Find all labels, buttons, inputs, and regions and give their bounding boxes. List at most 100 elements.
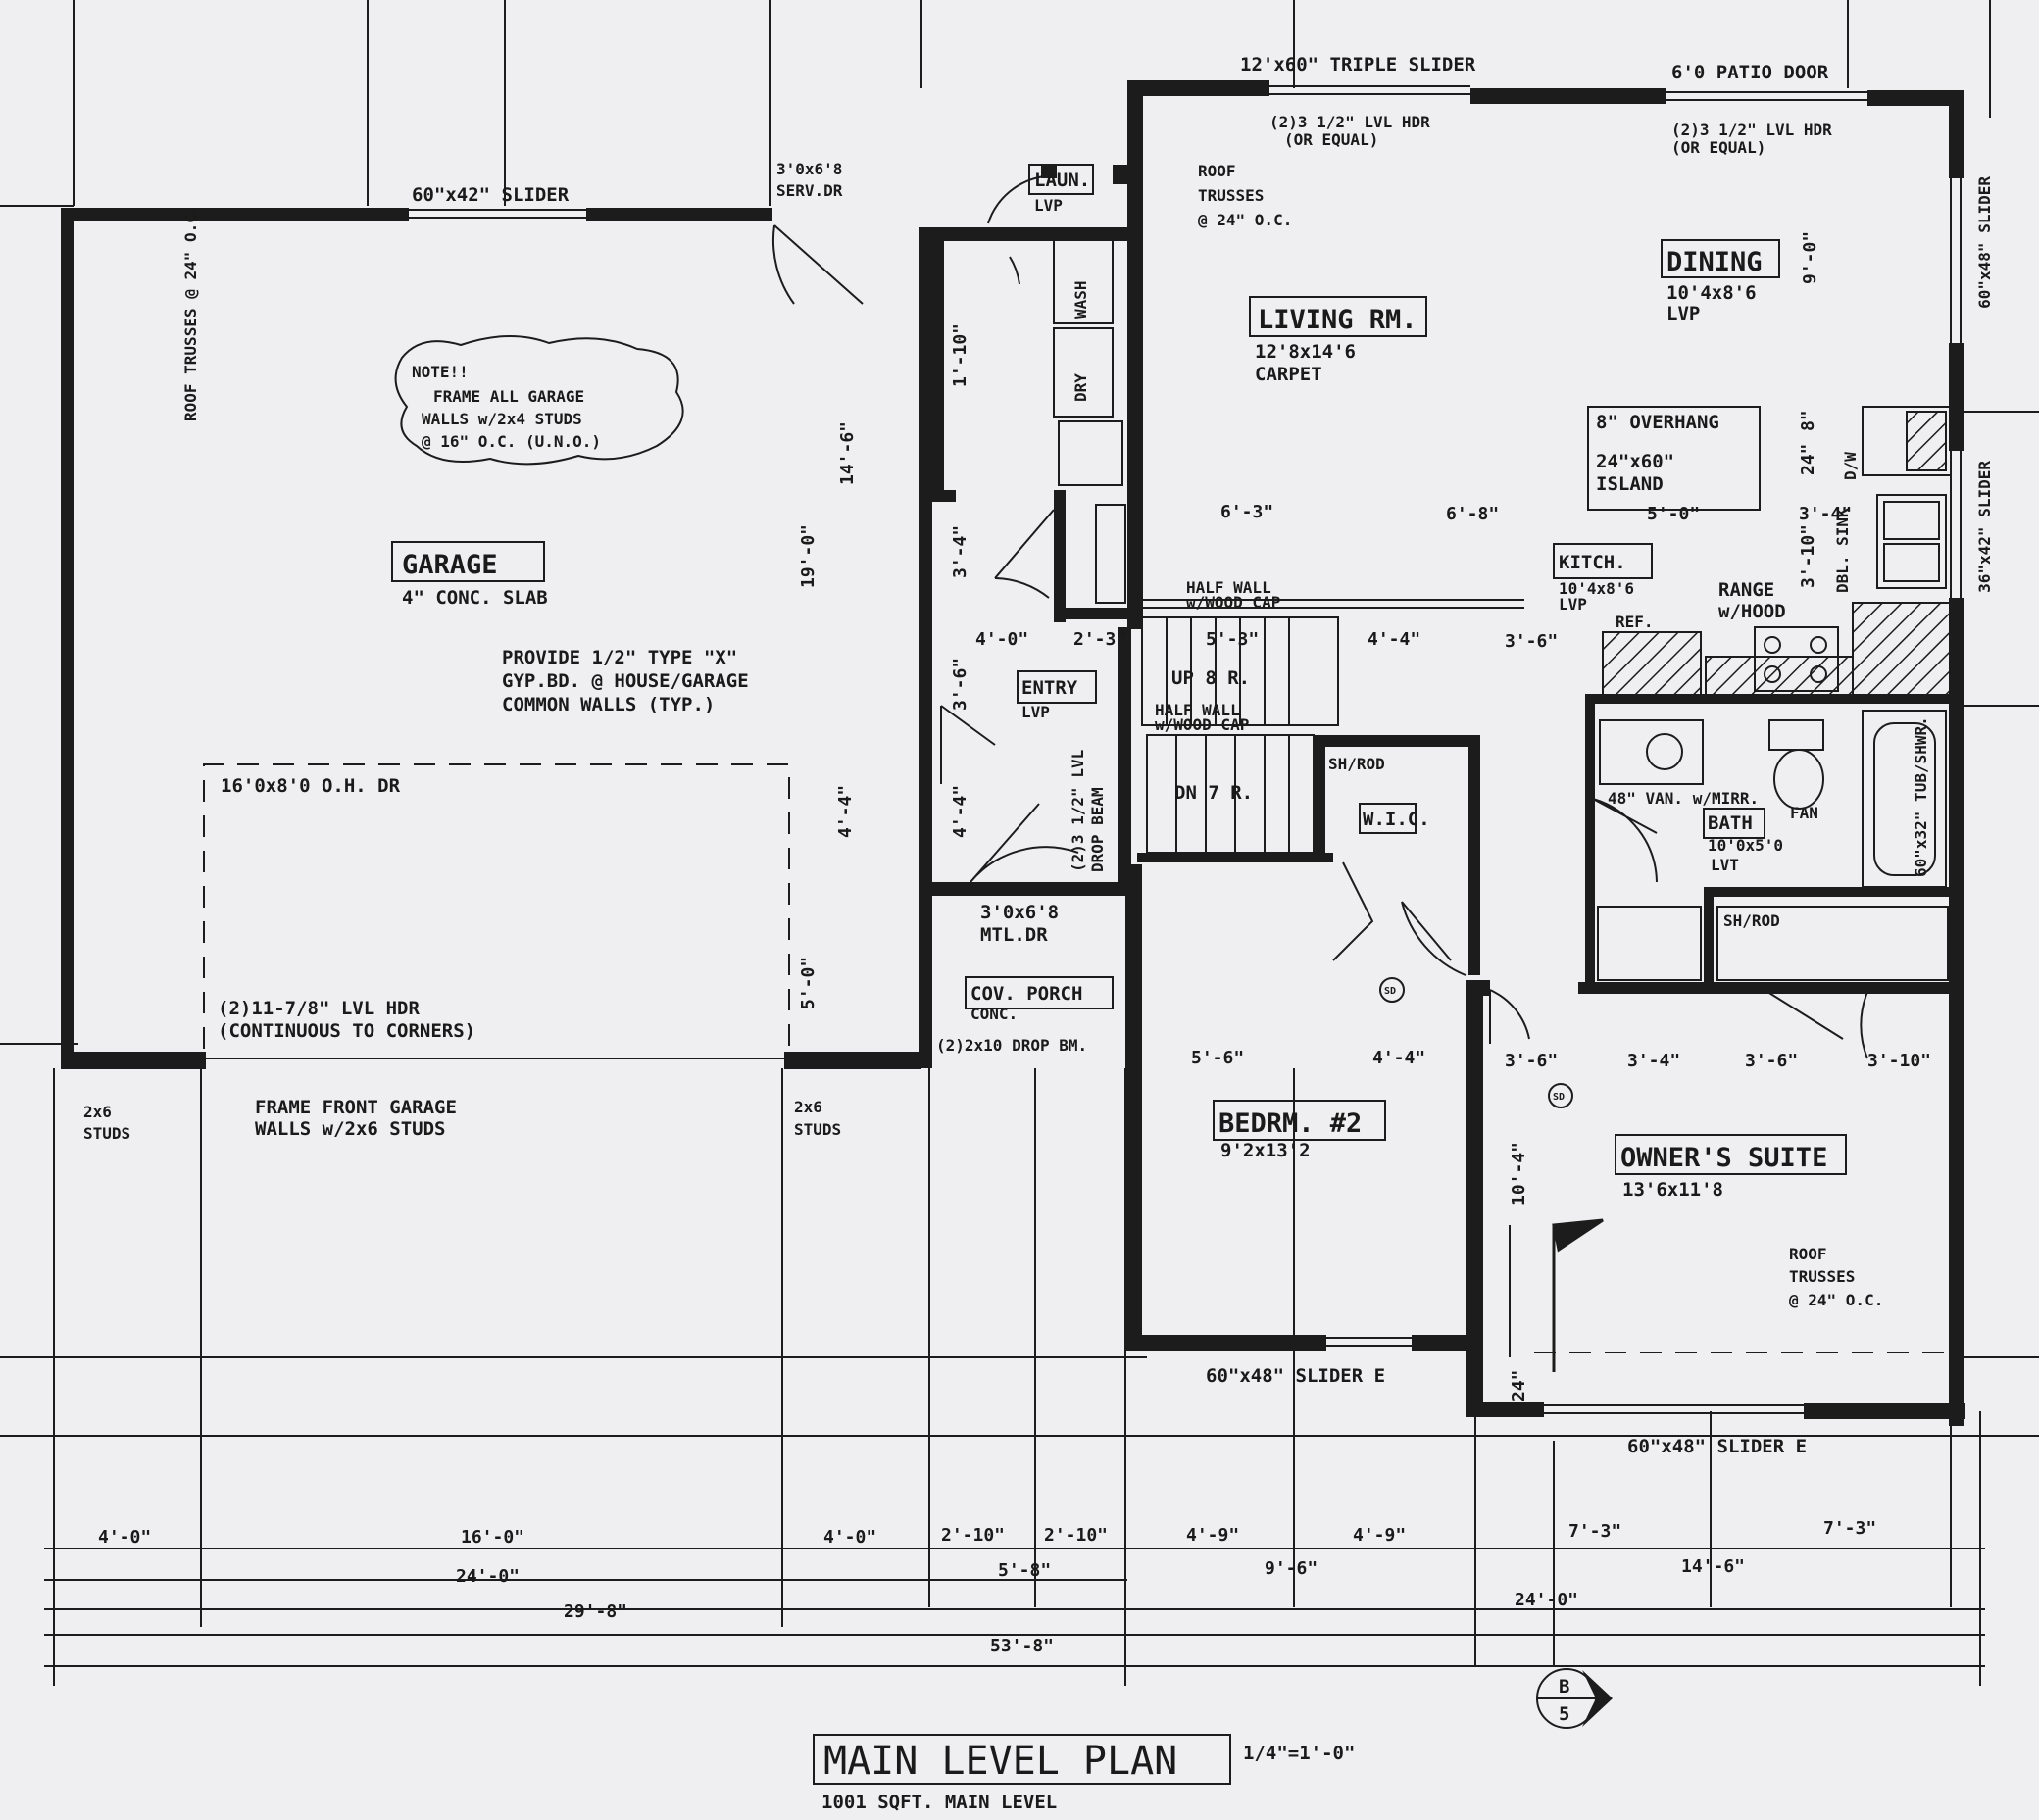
door-swings [771,175,1868,1357]
walls [61,80,1965,1426]
washer-label: WASH [1071,280,1090,319]
gyp-note-2: GYP.BD. @ HOUSE/GARAGE [502,670,749,692]
note-line-4: @ 16" O.C. (U.N.O.) [422,432,601,451]
room-name-wic: W.I.C. [1363,809,1430,830]
serv-door-label-2: SERV.DR [776,181,843,200]
vdim-5-0: 5'-0" [798,957,819,1009]
lvl-drop-note-2: DROP BEAM [1088,787,1107,872]
overhead-door-label: 16'0x8'0 O.H. DR [221,775,401,797]
vdim-1-10: 1'-10" [950,323,970,387]
range-note-2: w/HOOD [1718,601,1786,622]
room-name-porch: COV. PORCH [970,983,1082,1005]
stairs [1141,599,1524,854]
studs-note-left-b: STUDS [83,1124,130,1143]
bdim-1-2: 16'-0" [461,1527,524,1548]
plan-scale: 1/4"=1'-0" [1243,1743,1355,1764]
fan-note: FAN [1790,804,1818,822]
half-wall-note-2: w/WOOD CAP [1186,593,1280,612]
bdim-1-3: 4'-0" [823,1527,876,1548]
vdim-9-0: 9'-0" [1800,231,1820,284]
vdim-4-4-a: 4'-4" [835,785,856,838]
gyp-note-1: PROVIDE 1/2" TYPE "X" [502,647,737,668]
lvl-header-note-1: (2)11-7/8" LVL HDR [218,998,420,1019]
tub-note: 60"x32" TUB/SHWR. [1912,716,1930,877]
vdim-3-4: 3'-4" [950,525,970,578]
island-note-2: ISLAND [1596,473,1664,495]
room-name-bath: BATH [1708,812,1753,834]
bath-size: 10'0x5'0 [1708,836,1783,855]
dim-2-3: 2'-3" [1073,629,1126,650]
vdim-14-6: 14'-6" [837,421,858,485]
range-note-1: RANGE [1718,579,1774,601]
living-size: 12'8x14'6 [1255,341,1356,363]
owner-trusses-b: TRUSSES [1789,1267,1855,1286]
dim-6-8: 6'-8" [1446,504,1499,524]
kitchen-size: 10'4x8'6 [1559,579,1634,598]
bdim-2-2: 5'-8" [998,1560,1051,1581]
room-name-bedroom2: BEDRM. #2 [1218,1108,1362,1139]
trusses-note-c: @ 24" O.C. [1198,211,1292,229]
overhang-note: 8" OVERHANG [1596,412,1719,433]
dim-3-6-c: 3'-6" [1745,1051,1798,1071]
bdim-2-3: 9'-6" [1265,1558,1318,1579]
owners-suite-size: 13'6x11'8 [1622,1179,1723,1201]
bdim-1-8: 7'-3" [1568,1521,1621,1542]
dim-4-4-b: 4'-4" [1372,1048,1425,1068]
dim-5-6: 5'-6" [1191,1048,1244,1068]
laundry-fixtures [1053,239,1126,604]
stair-down-note: DN 7 R. [1174,782,1253,804]
flag-marker [1552,1218,1604,1372]
half-wall-note-1: HALF WALL [1186,578,1271,597]
room-name-entry: ENTRY [1021,677,1078,699]
metal-door-label-2: MTL.DR [980,924,1048,946]
bedroom2-size: 9'2x13'2 [1220,1140,1311,1161]
lvl-header-note-2: (CONTINUOUS TO CORNERS) [218,1020,475,1042]
studs-note-right-b: STUDS [794,1120,841,1139]
vdim-19-0: 19'-0" [798,524,819,588]
garage-slab: 4" CONC. SLAB [402,587,548,609]
room-name-owners-suite: OWNER'S SUITE [1620,1143,1827,1173]
dim-4-4: 4'-4" [1368,629,1420,650]
vdim-10-4: 10'-4" [1509,1142,1529,1205]
dim-4-0: 4'-0" [975,629,1028,650]
wic-shelf-note: SH/ROD [1328,755,1385,773]
dimension-lines [44,1548,1985,1667]
frame-note-2: WALLS w/2x6 STUDS [255,1118,445,1140]
section-marker-bottom: 5 [1559,1703,1569,1725]
window-openings [206,85,1962,1414]
bdim-1-1: 4'-0" [98,1527,151,1548]
note-cloud [394,335,684,466]
bedroom-slider-label: 60"x48" SLIDER E [1206,1365,1385,1387]
owner-trusses-c: @ 24" O.C. [1789,1291,1883,1309]
living-floor: CARPET [1255,364,1322,385]
studs-note-left-a: 2x6 [83,1103,112,1121]
owner-trusses-a: ROOF [1789,1245,1827,1263]
room-name-garage: GARAGE [402,550,498,580]
vdim-24-a: 24" [1798,443,1818,475]
ref-note: REF. [1616,613,1654,631]
note-line-2: FRAME ALL GARAGE [433,387,584,406]
room-name-dining: DINING [1666,247,1763,277]
dw-note: D/W [1841,452,1860,480]
bdim-4: 53'-8" [990,1636,1054,1656]
dim-5-3: 5'-3" [1206,629,1259,650]
right-slider-1-label: 60"x48" SLIDER [1975,176,1994,309]
header-note-1b: (OR EQUAL) [1284,130,1378,149]
vdim-8: 8" [1798,410,1818,431]
kitchen-counters [1587,406,1952,700]
dim-3-6: 3'-6" [1505,631,1558,652]
triple-slider-label: 12'x60" TRIPLE SLIDER [1240,54,1476,75]
bath-floor: LVT [1711,856,1739,874]
trusses-note-b: TRUSSES [1198,186,1264,205]
frame-note-1: FRAME FRONT GARAGE [255,1097,457,1118]
overhead-door-outline [203,763,790,1049]
room-name-kitchen: KITCH. [1559,552,1626,573]
vdim-24-b: 24" [1509,1369,1529,1402]
bdim-3-1: 29'-8" [564,1601,627,1622]
smoke-detector-1: SD [1384,986,1396,997]
garage-trusses-note: ROOF TRUSSES @ 24" O.C. [181,204,200,421]
smoke-detectors [1379,977,1573,1108]
dbl-sink-note: DBL. SINK [1833,508,1852,593]
header-note-2b: (OR EQUAL) [1671,138,1765,157]
dim-3-4-a: 3'-4" [1799,504,1852,524]
